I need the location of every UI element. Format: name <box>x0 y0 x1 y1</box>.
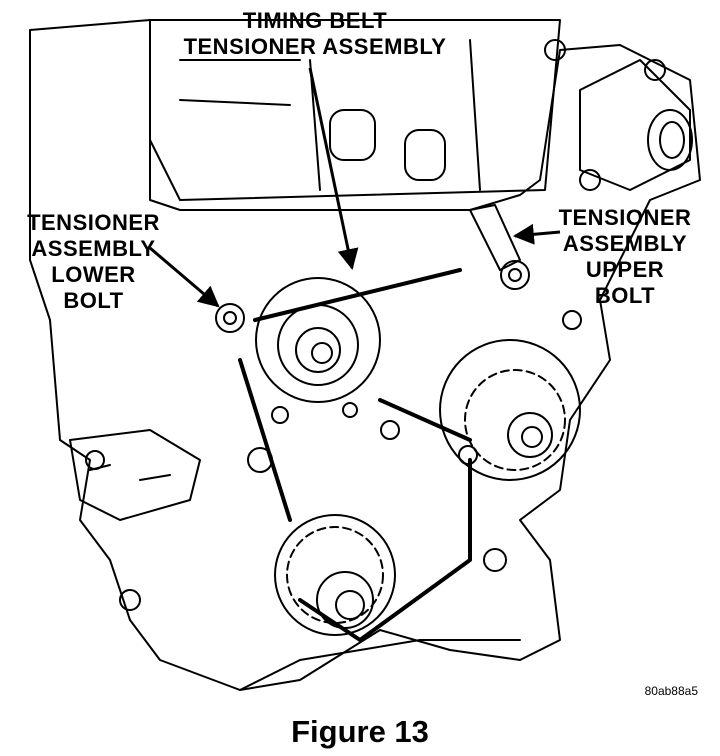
tensioner-lower-bolt-inner <box>223 311 237 325</box>
housing-bolt-1 <box>544 39 566 61</box>
callout-line: ASSEMBLY <box>562 231 688 256</box>
tensioner-pivot-bar <box>469 204 521 271</box>
left-bracket <box>69 429 201 521</box>
callout-lower-bolt: TENSIONER ASSEMBLY LOWER BOLT <box>6 210 181 314</box>
arrow-lower-bolt <box>149 246 220 308</box>
callout-upper-bolt: TENSIONER ASSEMBLY UPPER BOLT <box>535 205 715 309</box>
tensioner-lower-bolt <box>215 303 245 333</box>
head-port-left <box>329 109 376 161</box>
engine-timing-diagram <box>29 19 701 691</box>
housing-bolt-3 <box>579 169 601 191</box>
figure-caption: Figure 13 <box>291 714 429 749</box>
callout-line: TENSIONER ASSEMBLY <box>183 34 447 59</box>
bolt-center <box>380 420 400 440</box>
head-port-right <box>404 129 446 181</box>
callout-line: BOLT <box>594 283 656 308</box>
callout-line: ASSEMBLY <box>31 236 156 261</box>
tensioner-pulley <box>255 277 381 403</box>
tensioner-upper-bolt <box>500 260 530 290</box>
thermostat-outlet-inner <box>659 121 685 159</box>
tensioner-upper-bolt-inner <box>508 268 522 282</box>
image-code: 80ab88a5 <box>644 684 698 698</box>
crankshaft-sprocket <box>274 514 396 636</box>
callout-line: BOLT <box>63 288 124 313</box>
bolt-right-edge <box>562 310 582 330</box>
callout-line: UPPER <box>585 257 665 282</box>
callout-line: TIMING BELT <box>242 8 388 33</box>
cylinder-head <box>149 19 561 201</box>
oil-pan-edge <box>239 639 521 691</box>
arrow-upper-bolt <box>512 223 561 245</box>
bolt-small-center <box>342 402 358 418</box>
bolt-lower-left <box>119 589 141 611</box>
bolt-lower-right <box>483 548 507 572</box>
callout-line: TENSIONER <box>558 205 692 230</box>
thermostat-outlet <box>647 109 693 171</box>
timing-belt <box>238 268 472 642</box>
bolt-small-left <box>271 406 289 424</box>
callout-line: TENSIONER <box>27 210 160 235</box>
water-pump-sprocket <box>439 339 581 481</box>
bolt-left-mid <box>247 447 273 473</box>
arrow-tensioner-assembly <box>308 67 359 271</box>
head-ribs <box>179 39 481 191</box>
thermostat-housing <box>579 59 691 191</box>
bolt-mid-right <box>458 445 478 465</box>
left-bracket-hole <box>85 450 105 470</box>
callout-line: LOWER <box>51 262 136 287</box>
callout-timing-belt-tensioner: TIMING BELT TENSIONER ASSEMBLY <box>150 8 480 60</box>
housing-bolt-2 <box>644 59 666 81</box>
